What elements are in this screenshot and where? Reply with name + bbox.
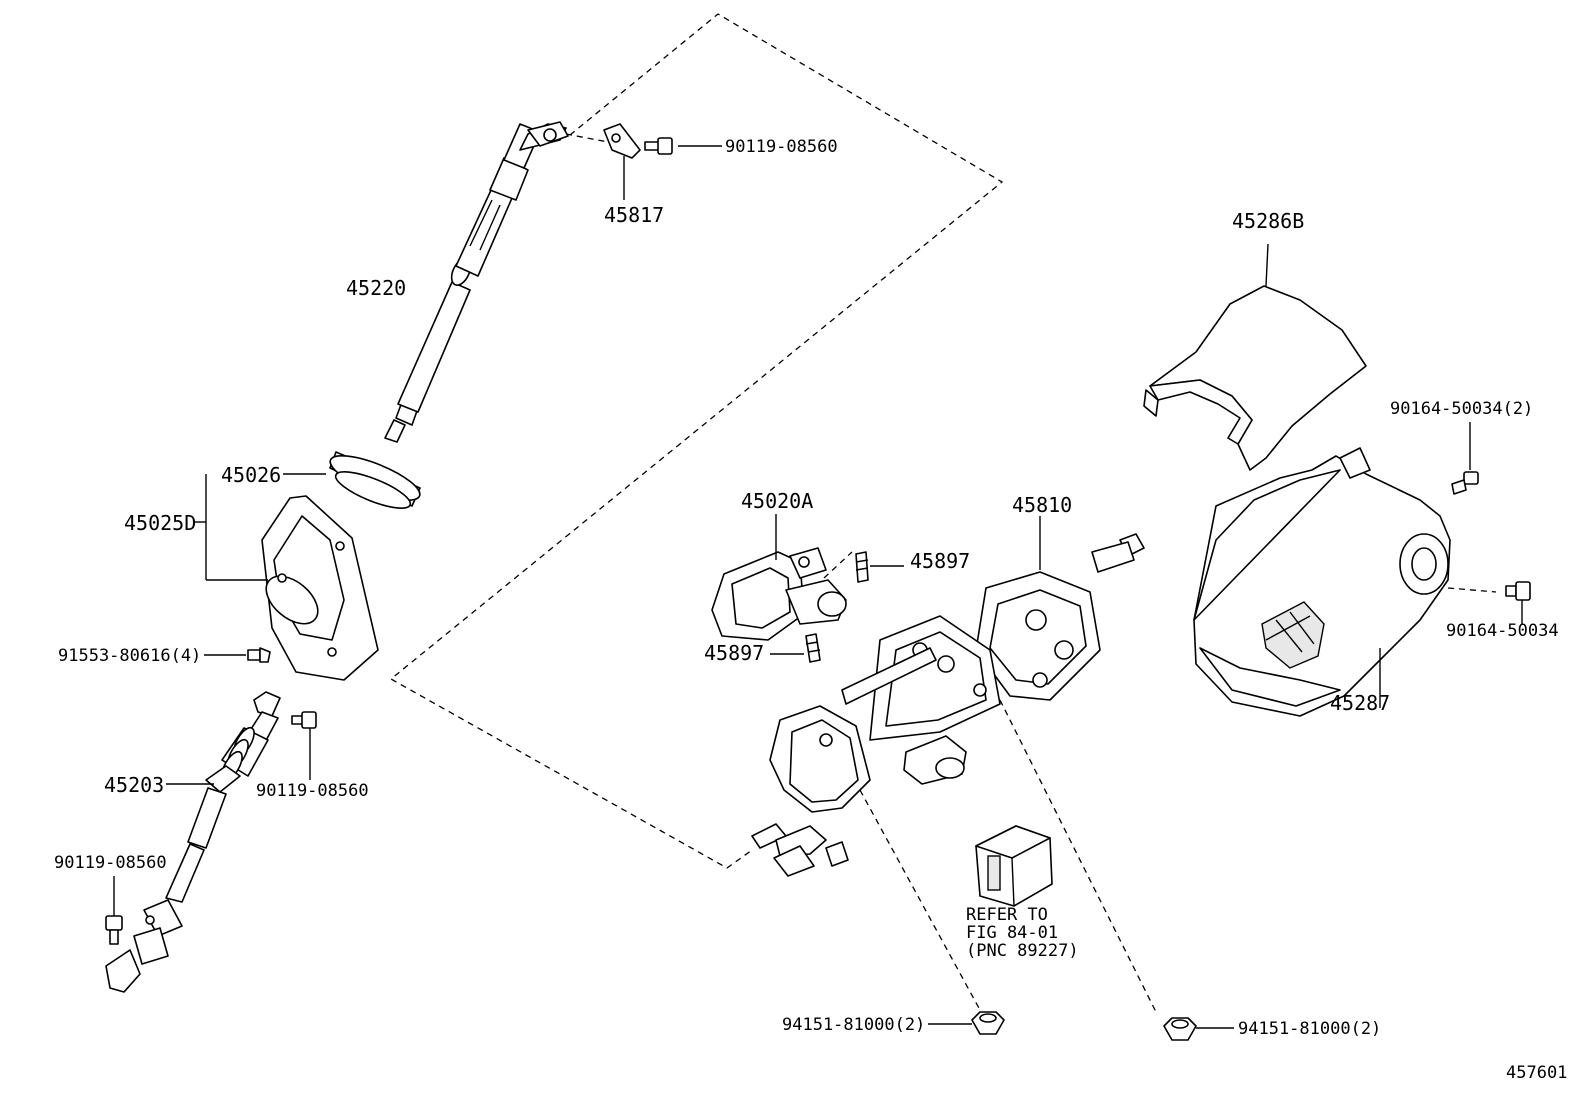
label-94151-81000-left: 94151-81000(2) [782,1015,925,1035]
label-45897-lower: 45897 [704,641,764,665]
steering-lock-45020A [711,514,853,641]
plate-45817 [603,123,641,200]
refer-note-line3: (PNC 89227) [966,941,1079,961]
column-cover-lower-45287 [1193,447,1497,717]
label-94151-81000-right: 94151-81000(2) [1238,1019,1381,1039]
screw-45897-upper [855,551,904,583]
bolt-90119-low [105,876,123,945]
label-91553-80616: 91553-80616(4) [58,646,201,666]
label-90164-50034-2: 90164-50034(2) [1390,399,1533,419]
ecu-module [975,825,1053,907]
lower-shaft-45203 [105,691,281,993]
dash-leader-right-nut [999,699,1157,1013]
nut-94151-right [1163,1017,1234,1041]
label-90119-08560-top: 90119-08560 [725,137,838,157]
label-45287: 45287 [1330,691,1390,715]
screw-45897-lower [770,633,821,663]
bolt-90119-mid [291,711,317,780]
label-45810: 45810 [1012,493,1072,517]
label-90164-50034: 90164-50034 [1446,621,1559,641]
diagram-id: 457601 [1506,1063,1567,1083]
label-45203: 45203 [104,773,164,797]
bearing-45026 [283,451,421,509]
bolt-90164-50034-2 [1451,422,1479,495]
assembly-dashed-outline [389,13,1004,869]
upper-shaft-45220 [384,121,609,443]
column-cover-upper-45286B [1143,243,1367,471]
label-45286B: 45286B [1232,209,1304,233]
dash-leader-left-nut [859,789,981,1011]
refer-note-line2: FIG 84-01 [966,923,1058,943]
label-45220: 45220 [346,276,406,300]
label-45817: 45817 [604,203,664,227]
label-45897-upper: 45897 [910,549,970,573]
label-45020A: 45020A [741,489,813,513]
boot-cover-45025D [193,474,379,681]
label-45025D: 45025D [124,511,196,535]
refer-note-line1: REFER TO [966,905,1048,925]
bolt-91553 [204,647,271,663]
label-45026: 45026 [221,463,281,487]
label-90119-08560-low: 90119-08560 [54,853,167,873]
bolt-90164-50034 [1505,581,1531,624]
bolt-90119-top [644,137,722,155]
label-90119-08560-mid: 90119-08560 [256,781,369,801]
nut-94151-left [928,1011,1005,1035]
steering-column-45810 [751,516,1145,877]
